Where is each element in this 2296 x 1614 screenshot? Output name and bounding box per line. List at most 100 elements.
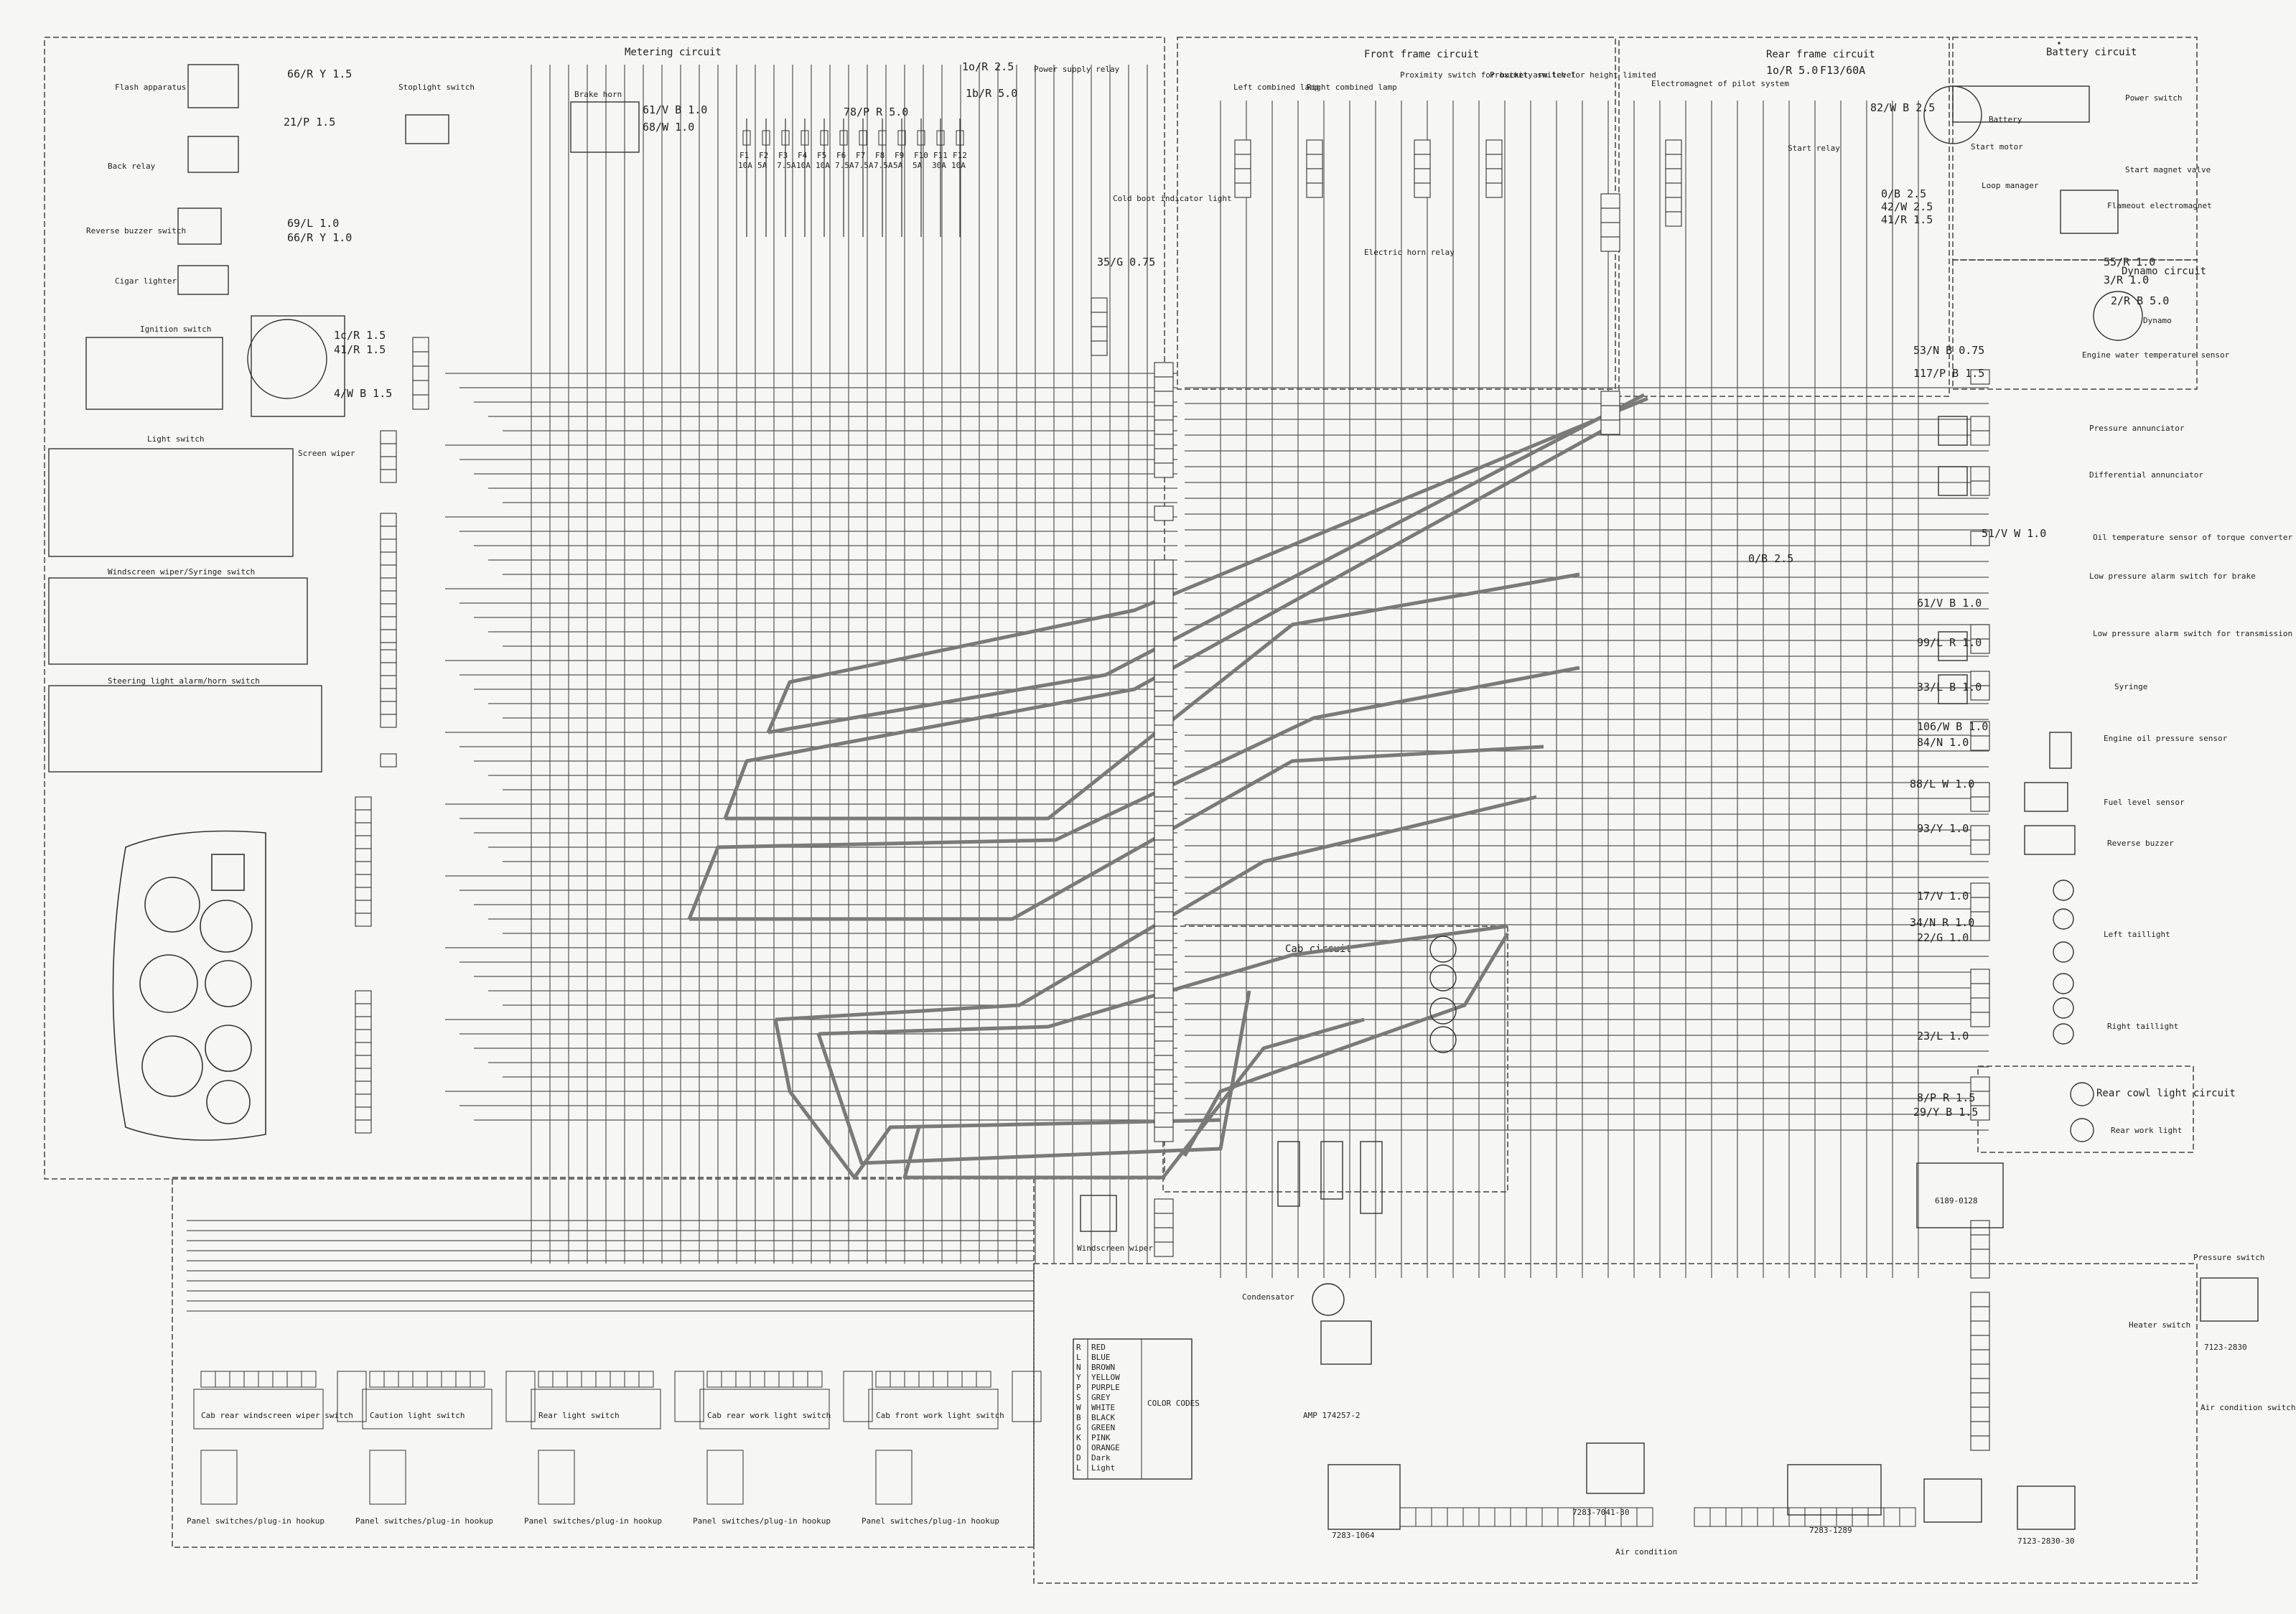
fuse-label: F7 [856, 151, 865, 160]
light-switch-label: Light switch [147, 434, 204, 444]
color-code-name: GREY [1091, 1393, 1111, 1402]
switch-body [193, 1389, 324, 1429]
switch-pin [875, 1371, 891, 1388]
connector-pin [1600, 193, 1620, 209]
switch-pin [286, 1371, 302, 1388]
connector-pin [355, 835, 372, 849]
connector-pin [1154, 739, 1174, 755]
start-motor-label: Start motor [1971, 142, 2023, 151]
switch-pin [200, 1371, 216, 1388]
color-code-name: PINK [1091, 1433, 1111, 1442]
connector-pin [1154, 997, 1174, 1013]
connector-pin [1665, 139, 1682, 155]
switch-pin [933, 1371, 948, 1388]
flameout-label: Flameout electromagnet [2107, 201, 2212, 210]
connector-pin [380, 526, 397, 540]
connector-pin [380, 649, 397, 663]
wire-label: 68/W 1.0 [643, 121, 694, 134]
switch-pin [215, 1371, 230, 1388]
fuse-label: F6 [836, 151, 846, 160]
connector-pin [1970, 1392, 1990, 1408]
cold-boot-light-label: Cold boot indicator light [1113, 194, 1232, 203]
connector-pin [1154, 940, 1174, 956]
wire-label: 0/B 2.5 [1748, 552, 1793, 565]
connector-label: 7123-2830 [2204, 1343, 2247, 1352]
connector-pin [1970, 531, 1990, 546]
connector-pin [1154, 1098, 1174, 1114]
connector-pin [1600, 405, 1620, 421]
connector-pin [1414, 154, 1431, 169]
switch-indicator [505, 1371, 536, 1422]
color-code-letter: O [1076, 1443, 1081, 1452]
wire-label: 29/Y B 1.5 [1913, 1106, 1978, 1119]
connector-pin [1970, 839, 1990, 855]
fuse-body [897, 130, 906, 146]
fuse-body [820, 130, 829, 146]
start-valve-label: Start magnet valve [2125, 165, 2211, 174]
fuse-label: F12 [953, 151, 967, 160]
wire-label: 55/R 1.0 [2104, 256, 2155, 269]
connector-label: 7123-2830-30 [2017, 1536, 2074, 1546]
dynamo-label: Dynamo [2143, 316, 2172, 325]
connector-pin [355, 1029, 372, 1043]
connector-pin [380, 714, 397, 728]
connector-pin [355, 874, 372, 888]
wire-label: 99/L R 1.0 [1917, 636, 1982, 649]
rear-cowl-title: Rear cowl light circuit [2096, 1088, 2236, 1099]
fuse-body [917, 130, 925, 146]
switch-body [699, 1389, 830, 1429]
switch-pin [918, 1371, 934, 1388]
switch-pin [538, 1371, 554, 1388]
connector-pin [1820, 1507, 1837, 1527]
switch-body [362, 1389, 493, 1429]
condensator-label: Condensator [1242, 1292, 1294, 1302]
wire-label: 17/V 1.0 [1917, 890, 1969, 902]
connector-pin [1600, 419, 1620, 435]
fuse-body [839, 130, 848, 146]
wire-label: 84/N 1.0 [1917, 736, 1969, 749]
connector-pin [1154, 660, 1174, 676]
fuse-block: 78/P R 5.0 F110AF25AF37.5AF410AF510AF67.… [738, 106, 967, 237]
stoplight-switch-label: Stoplight switch [398, 83, 475, 92]
dynamo-title: Dynamo circuit [2122, 266, 2206, 277]
connector-pin [1510, 1507, 1527, 1527]
color-code-name: Dark [1091, 1453, 1111, 1463]
connector-pin [1154, 448, 1174, 464]
fuse-rating: 5A [893, 161, 903, 170]
switch-pin [398, 1371, 414, 1388]
switch-pin [807, 1371, 823, 1388]
fuse-rating: 10A [951, 161, 966, 170]
color-code-name: ORANGE [1091, 1443, 1120, 1452]
connector-pin [1970, 882, 1990, 898]
connector-pin [380, 590, 397, 605]
connector-pin [1836, 1507, 1853, 1527]
connector-pin [355, 1119, 372, 1134]
switch-indicator [337, 1371, 367, 1422]
wire-label: 88/L W 1.0 [1910, 778, 1974, 790]
switch-pin [301, 1371, 317, 1388]
wire-label: 61/V B 1.0 [643, 103, 707, 116]
connector-pin [1970, 1012, 1990, 1027]
connector-pin [1154, 954, 1174, 970]
connector-pin [1970, 969, 1990, 984]
connector-pin [1970, 1306, 1990, 1322]
connector-pin [1154, 391, 1174, 406]
connector-pin [1414, 182, 1431, 198]
engine-water-temp-label: Engine water temperature sensor [2082, 350, 2230, 360]
wiper-switch-label: Windscreen wiper/Syringe switch [108, 567, 255, 577]
connector-label: 7283-1289 [1809, 1526, 1852, 1535]
connector-pin [1899, 1507, 1916, 1527]
connector-pin [1154, 462, 1174, 478]
connector-pin [1788, 1507, 1806, 1527]
switch-pin [976, 1371, 991, 1388]
switch-pin [581, 1371, 597, 1388]
connector-pin [1154, 1112, 1174, 1128]
connector-pin [380, 688, 397, 702]
back-relay-label: Back relay [108, 162, 156, 171]
switch-pin [441, 1371, 457, 1388]
connector-label: AMP 174257-2 [1303, 1411, 1360, 1420]
color-code-name: BLUE [1091, 1353, 1111, 1362]
connector-pin [1154, 631, 1174, 647]
